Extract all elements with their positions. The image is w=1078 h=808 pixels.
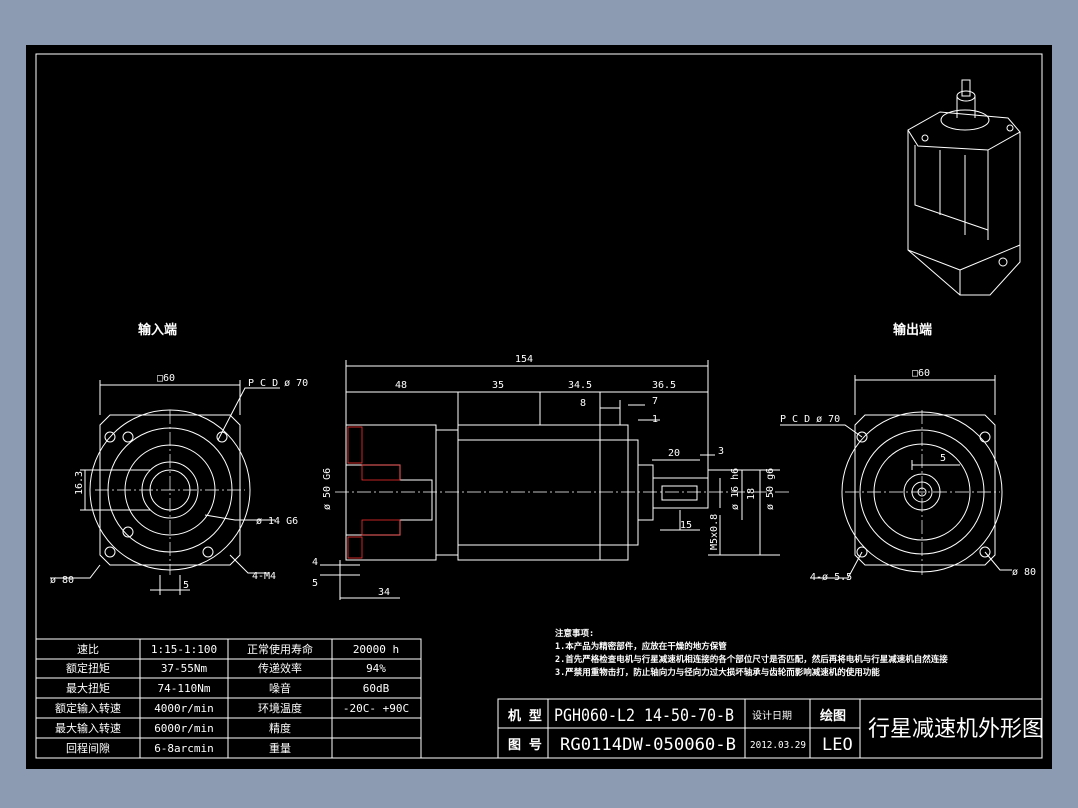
dim-18: 18 xyxy=(746,488,757,500)
dim-5: 5 xyxy=(312,578,318,589)
spec-label: 最大输入转速 xyxy=(55,721,121,735)
note-2: 2.首先严格检查电机与行星减速机相连接的各个部位尺寸是否匹配，然后再将电机与行星… xyxy=(555,654,948,665)
draw-label: 绘图 xyxy=(820,708,846,724)
spec-label: 速比 xyxy=(77,643,99,656)
dim-pcd: P C D ø 70 xyxy=(248,378,308,389)
model-value: PGH060-L2 14-50-70-B xyxy=(554,706,734,726)
spec-value: 60dB xyxy=(363,682,390,695)
drawing-no-label: 图 号 xyxy=(508,738,542,753)
spec-table: 速比 1:15-1:100 正常使用寿命 20000 h 额定扭矩 37-55Nm 传递效率… xyxy=(35,638,422,759)
dim-48: 48 xyxy=(395,380,407,391)
spec-label: 环境温度 xyxy=(258,701,302,715)
dim-3: 3 xyxy=(718,446,724,457)
spec-label: 额定扭矩 xyxy=(66,661,110,675)
iso-view xyxy=(907,79,1021,296)
drawer-value: LEO xyxy=(822,735,853,755)
dim-34: 34 xyxy=(378,587,390,598)
dim-bore: ø 50 G6 xyxy=(322,468,333,510)
drawing-no-value: RG0114DW-050060-B xyxy=(560,735,736,755)
spec-value: 6000r/min xyxy=(154,722,214,735)
dim-8: 8 xyxy=(580,398,586,409)
title-block: 机 型 PGH060-L2 14-50-70-B 设计日期 绘图 图 号 RG0… xyxy=(497,698,1044,759)
dim-36-5: 36.5 xyxy=(652,380,676,391)
output-end-label: 输出端 xyxy=(893,322,932,338)
spec-value: 94% xyxy=(366,662,386,675)
dim-pilot: ø 50 g6 xyxy=(765,468,776,510)
dim-key-width: 5 xyxy=(183,580,189,591)
spec-value: 6-8arcmin xyxy=(154,742,214,755)
design-date-label: 设计日期 xyxy=(752,709,792,722)
drawing-title: 行星减速机外形图 xyxy=(868,717,1044,742)
dim-pcd: P C D ø 70 xyxy=(780,414,840,425)
spec-value: 37-55Nm xyxy=(161,662,208,675)
spec-label: 精度 xyxy=(269,721,291,735)
notes: 注意事项: 1.本产品为精密部件，应放在干燥的地方保管 2.首先严格检查电机与行… xyxy=(555,628,948,678)
output-end-view: □60 P C D ø 70 5 4-ø 5.5 ø 80 xyxy=(780,368,1036,583)
dim-1: 1 xyxy=(652,414,658,425)
dim-7: 7 xyxy=(652,396,658,407)
spec-label: 最大扭矩 xyxy=(66,681,110,695)
cad-drawing: 输入端 输出端 □60 P C D ø 70 ø 14 G6 16.3 5 ø … xyxy=(35,53,1044,759)
dim-square: □60 xyxy=(157,373,175,384)
spec-label: 噪音 xyxy=(269,681,291,695)
spec-value: 4000r/min xyxy=(154,702,214,715)
spec-label: 额定输入转速 xyxy=(55,701,121,715)
dim-holes: 4-M4 xyxy=(252,571,276,582)
drawing-sheet: 输入端 输出端 □60 P C D ø 70 ø 14 G6 16.3 5 ø … xyxy=(26,45,1052,769)
spec-value: -20C- +90C xyxy=(343,702,409,715)
spec-label: 正常使用寿命 xyxy=(247,642,313,656)
dim-15: 15 xyxy=(680,520,692,531)
note-1: 1.本产品为精密部件，应放在干燥的地方保管 xyxy=(555,641,727,652)
dim-thread: M5x0.8 xyxy=(709,514,720,550)
dim-key-height: 16.3 xyxy=(74,471,85,495)
input-end-view: □60 P C D ø 70 ø 14 G6 16.3 5 ø 80 4-M4 xyxy=(50,373,308,595)
model-label: 机 型 xyxy=(508,708,542,724)
spec-value: 74-110Nm xyxy=(158,682,211,695)
dim-4: 4 xyxy=(312,557,318,568)
input-end-label: 输入端 xyxy=(138,322,177,338)
spec-label: 回程间隙 xyxy=(66,741,110,755)
spec-value: 1:15-1:100 xyxy=(151,643,217,656)
dim-35: 35 xyxy=(492,380,504,391)
dim-shaft: ø 16 h6 xyxy=(730,468,741,510)
spec-value: 20000 h xyxy=(353,643,399,656)
dim-square: □60 xyxy=(912,368,930,379)
dim-20: 20 xyxy=(668,448,680,459)
side-section-view: 154 48 35 34.5 36.5 8 7 1 20 3 15 34 4 5… xyxy=(312,354,790,600)
date-value: 2012.03.29 xyxy=(750,740,806,751)
dim-flange: ø 80 xyxy=(1012,567,1036,578)
dim-shaft: ø 14 G6 xyxy=(256,516,298,527)
spec-label: 传递效率 xyxy=(258,661,302,675)
section-hatch xyxy=(347,426,401,559)
dim-holes: 4-ø 5.5 xyxy=(810,572,852,583)
note-3: 3.严禁用重物击打，防止轴向力与径向力过大损坏轴承与齿轮而影响减速机的使用功能 xyxy=(555,667,880,678)
dim-key: 5 xyxy=(940,453,946,464)
notes-title: 注意事项: xyxy=(555,628,594,639)
dim-154: 154 xyxy=(515,354,533,365)
spec-label: 重量 xyxy=(269,741,291,755)
dim-34-5: 34.5 xyxy=(568,380,592,391)
dim-flange: ø 80 xyxy=(50,575,74,586)
